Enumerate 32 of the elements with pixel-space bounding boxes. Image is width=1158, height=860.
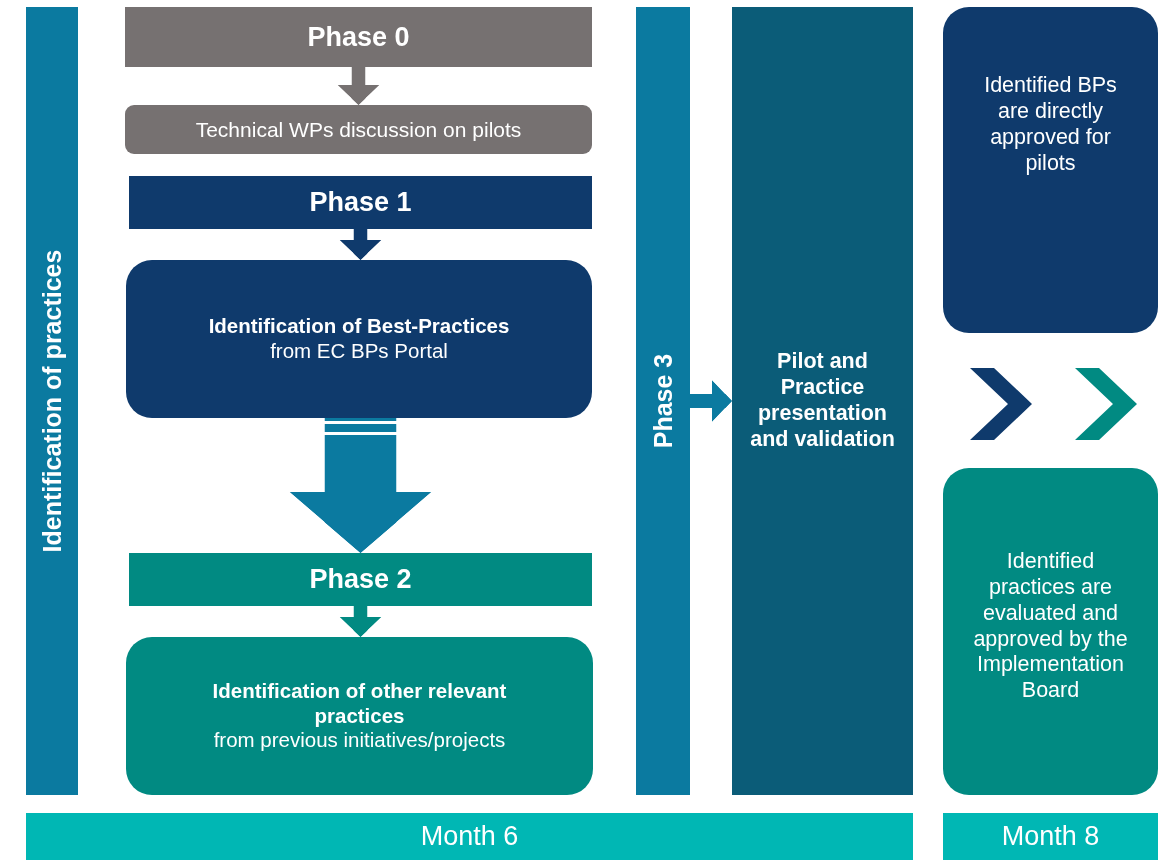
box-text: from EC BPs Portal bbox=[270, 339, 448, 364]
outcome-box bbox=[943, 7, 1158, 333]
phase-bar bbox=[636, 7, 690, 795]
month-label: Month 6 bbox=[420, 820, 519, 853]
vertical-label: Identification of practices bbox=[37, 249, 67, 553]
arrow bbox=[339, 229, 382, 260]
vertical-label: Phase 3 bbox=[648, 353, 678, 449]
timeline-bar bbox=[943, 813, 1158, 860]
phase-banner bbox=[125, 7, 592, 67]
arrow bbox=[289, 418, 432, 553]
process-column bbox=[732, 7, 913, 795]
arrow bbox=[337, 67, 380, 105]
box-text: from previous initiatives/projects bbox=[213, 728, 506, 753]
column-text: Pilot and Practice presentation and validation bbox=[749, 349, 896, 453]
process-box bbox=[125, 105, 592, 154]
phase-title: Phase 0 bbox=[307, 20, 410, 54]
box-text: Technical WPs discussion on pilots bbox=[195, 116, 522, 143]
side-bar bbox=[26, 7, 78, 795]
phase-title: Phase 1 bbox=[309, 186, 412, 219]
phase-banner bbox=[129, 176, 592, 229]
timeline-bar bbox=[26, 813, 913, 860]
box-text: Identified BPs are directly approved for pilots bbox=[983, 73, 1118, 177]
arrow bbox=[339, 606, 382, 637]
month-label: Month 8 bbox=[1001, 820, 1100, 853]
phase-banner bbox=[129, 553, 592, 606]
outcome-box bbox=[943, 468, 1158, 795]
box-text: Identified practices are evaluated and approved by the Implementation Board bbox=[972, 549, 1129, 704]
phase-title: Phase 2 bbox=[309, 563, 412, 596]
process-box bbox=[126, 637, 593, 795]
arrow bbox=[690, 380, 732, 422]
box-title: Identification of Best-Practices bbox=[208, 314, 510, 339]
process-box bbox=[126, 260, 592, 418]
